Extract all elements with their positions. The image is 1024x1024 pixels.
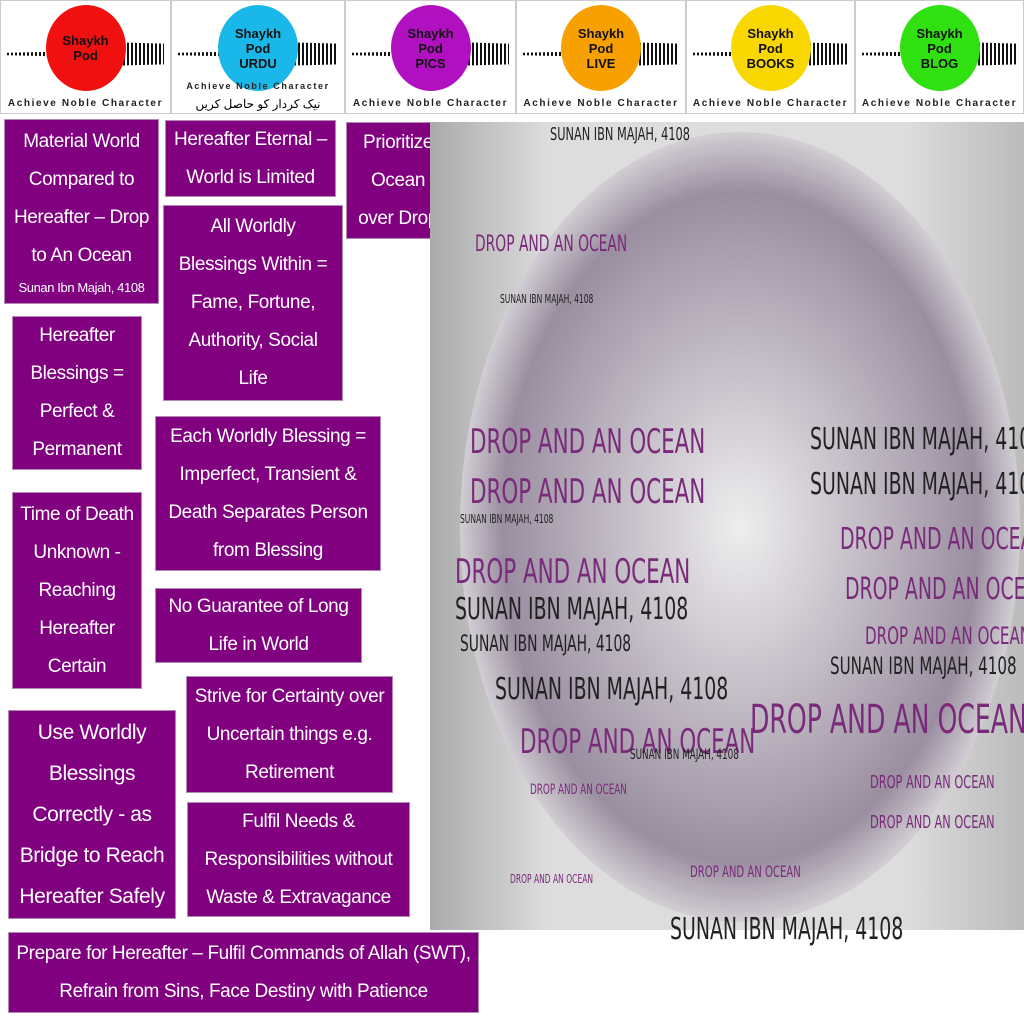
box-text: Strive for Certainty over Uncertain thin… bbox=[194, 685, 385, 783]
word-cloud-phrase: DROP AND AN OCEAN bbox=[510, 872, 594, 886]
box-text: Prioritize Ocean over Drop bbox=[358, 131, 438, 229]
box-hereafter-blessings: Hereafter Blessings = Perfect & Permanen… bbox=[12, 316, 142, 470]
word-cloud-phrase: SUNAN IBN MAJAH, 4108 bbox=[495, 672, 729, 707]
word-cloud-phrase: SUNAN IBN MAJAH, 4108 bbox=[500, 292, 594, 306]
box-each-worldly-blessing: Each Worldly Blessing = Imperfect, Trans… bbox=[155, 416, 381, 571]
box-text: All Worldly Blessings Within = Fame, For… bbox=[178, 216, 328, 389]
word-cloud-phrase: DROP AND AN OCEAN bbox=[475, 232, 628, 257]
logo-circle: Shaykh Pod LIVE bbox=[561, 5, 641, 91]
logo-tagline: Achieve Noble Character bbox=[692, 98, 849, 109]
logo-text: LIVE bbox=[586, 55, 616, 71]
logo-text: BOOKS bbox=[746, 55, 795, 71]
logo-shaykhpod-3[interactable]: Shaykh Pod PICS Achieve Noble Character bbox=[345, 0, 516, 114]
logo-text: Shaykh bbox=[916, 25, 963, 41]
box-reference: Sunan Ibn Majah, 4108 bbox=[18, 279, 145, 295]
logo-text: Pod bbox=[927, 40, 952, 56]
box-strive-certainty: Strive for Certainty over Uncertain thin… bbox=[186, 676, 393, 793]
word-cloud-phrase: SUNAN IBN MAJAH, 4108 bbox=[670, 912, 904, 947]
box-time-of-death: Time of Death Unknown - Reaching Hereaft… bbox=[12, 492, 142, 689]
logo-shaykhpod-6[interactable]: Shaykh Pod BLOG Achieve Noble Character bbox=[855, 0, 1024, 114]
word-cloud-phrase: DROP AND AN OCEAN bbox=[865, 622, 1024, 650]
word-cloud-phrase: SUNAN IBN MAJAH, 4108 bbox=[830, 652, 1017, 680]
box-text: Material World Compared to Hereafter – D… bbox=[13, 130, 150, 266]
logo-circle: Shaykh Pod URDU bbox=[218, 5, 298, 91]
logo-tagline: Achieve Noble Character bbox=[7, 98, 164, 109]
box-text: No Guarantee of Long Life in World bbox=[168, 595, 349, 655]
logo-tagline: Achieve Noble Character bbox=[523, 98, 679, 109]
logo-text: Pod bbox=[588, 40, 614, 56]
word-cloud-phrase: SUNAN IBN MAJAH, 4108 bbox=[810, 467, 1024, 502]
word-cloud-phrase: DROP AND AN OCEAN bbox=[470, 472, 706, 512]
logo-tagline: Achieve Noble Character bbox=[352, 98, 509, 109]
logo-text: BLOG bbox=[920, 55, 959, 71]
logo-text: Shaykh bbox=[577, 25, 625, 41]
logo-circle: Shaykh Pod BLOG bbox=[899, 5, 980, 91]
logo-tagline: Achieve Noble Character bbox=[186, 81, 330, 91]
box-material-world: Material World Compared to Hereafter – D… bbox=[4, 119, 159, 304]
logo-text: Shaykh bbox=[62, 33, 109, 48]
logo-circle: Shaykh Pod BOOKS bbox=[730, 5, 811, 91]
word-cloud-disc bbox=[460, 132, 1020, 922]
logo-circle: Shaykh Pod bbox=[45, 5, 126, 91]
logo-shaykhpod-1[interactable]: Shaykh Pod Achieve Noble Character bbox=[0, 0, 171, 114]
word-cloud-phrase: DROP AND AN OCEAN bbox=[870, 772, 995, 793]
logo-text: URDU bbox=[239, 55, 277, 71]
box-text: Hereafter Eternal – World is Limited bbox=[174, 128, 327, 188]
box-use-blessings: Use Worldly Blessings Correctly - as Bri… bbox=[8, 710, 176, 919]
logo-text: Pod bbox=[245, 40, 271, 56]
logo-tagline: Achieve Noble Character bbox=[861, 98, 1018, 109]
logo-shaykhpod-5[interactable]: Shaykh Pod BOOKS Achieve Noble Character bbox=[686, 0, 855, 114]
logo-text: Shaykh bbox=[747, 25, 794, 41]
box-text: Hereafter Blessings = Perfect & Permanen… bbox=[30, 325, 124, 460]
logo-text: PICS bbox=[415, 55, 446, 71]
word-cloud-phrase: DROP AND AN OCEAN bbox=[845, 572, 1024, 607]
box-prepare-hereafter: Prepare for Hereafter – Fulfil Commands … bbox=[8, 932, 479, 1013]
logo-urdu-tagline: نیک کردار کو حاصل کریں bbox=[195, 97, 321, 111]
logo-shaykhpod-4[interactable]: Shaykh Pod LIVE Achieve Noble Character bbox=[516, 0, 686, 114]
box-worldly-blessings: All Worldly Blessings Within = Fame, For… bbox=[163, 205, 343, 401]
box-text: Time of Death Unknown - Reaching Hereaft… bbox=[20, 503, 134, 677]
word-cloud-phrase: DROP AND AN OCEAN bbox=[750, 697, 1024, 743]
box-no-guarantee: No Guarantee of Long Life in World bbox=[155, 588, 362, 663]
logo-shaykhpod-2[interactable]: Shaykh Pod URDU Achieve Noble Character … bbox=[171, 0, 345, 114]
word-cloud-phrase: DROP AND AN OCEAN bbox=[520, 722, 756, 762]
word-cloud-phrase: SUNAN IBN MAJAH, 4108 bbox=[630, 747, 739, 763]
box-fulfil-needs: Fulfil Needs & Responsibilities without … bbox=[187, 802, 410, 917]
logo-text: Pod bbox=[73, 48, 98, 63]
word-cloud-phrase: SUNAN IBN MAJAH, 4108 bbox=[460, 512, 554, 526]
box-hereafter-eternal: Hereafter Eternal – World is Limited bbox=[165, 120, 336, 197]
box-text: Use Worldly Blessings Correctly - as Bri… bbox=[19, 721, 165, 908]
box-text: Prepare for Hereafter – Fulfil Commands … bbox=[16, 942, 471, 1002]
logo-text: Shaykh bbox=[234, 25, 282, 41]
word-cloud-phrase: DROP AND AN OCEAN bbox=[455, 552, 691, 592]
logo-text: Shaykh bbox=[407, 25, 454, 41]
word-cloud-phrase: DROP AND AN OCEAN bbox=[690, 862, 801, 881]
box-text: Each Worldly Blessing = Imperfect, Trans… bbox=[168, 425, 368, 561]
box-text: Fulfil Needs & Responsibilities without … bbox=[204, 810, 393, 908]
word-cloud-phrase: DROP AND AN OCEAN bbox=[870, 812, 995, 833]
logo-circle: Shaykh Pod PICS bbox=[390, 5, 471, 91]
logo-text: Pod bbox=[758, 40, 783, 56]
word-cloud-phrase: DROP AND AN OCEAN bbox=[840, 522, 1024, 557]
word-cloud-phrase: SUNAN IBN MAJAH, 4108 bbox=[550, 124, 690, 145]
word-cloud-phrase: DROP AND AN OCEAN bbox=[530, 782, 627, 798]
word-cloud-phrase: DROP AND AN OCEAN bbox=[470, 422, 706, 462]
logo-text: Pod bbox=[418, 40, 443, 56]
word-cloud-phrase: SUNAN IBN MAJAH, 4108 bbox=[810, 422, 1024, 457]
word-cloud-phrase: SUNAN IBN MAJAH, 4108 bbox=[455, 592, 689, 627]
word-cloud-phrase: SUNAN IBN MAJAH, 4108 bbox=[460, 632, 632, 657]
